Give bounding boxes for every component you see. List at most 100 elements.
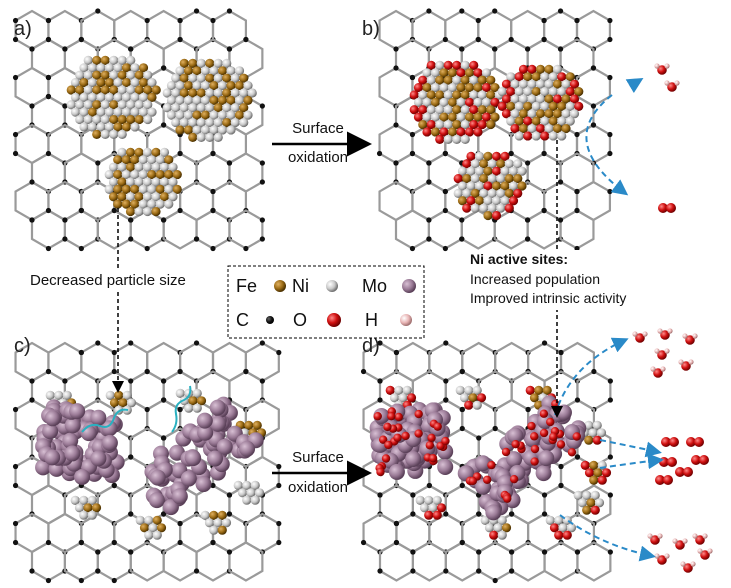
metal-atom	[104, 122, 115, 132]
metal-atom	[523, 116, 533, 126]
water-hydrogen	[672, 538, 678, 544]
metal-atom	[435, 105, 445, 115]
carbon-atom	[574, 245, 580, 252]
metal-atom	[196, 132, 206, 142]
lattice-hexagon	[162, 209, 198, 250]
mo-atom	[216, 438, 233, 455]
metal-atom	[162, 103, 172, 113]
oxygen-atom	[530, 457, 539, 466]
metal-atom	[531, 116, 541, 126]
metal-atom	[481, 68, 492, 78]
water-hydrogen	[674, 80, 680, 86]
metal-atom	[151, 192, 161, 202]
metal-atom	[205, 58, 215, 68]
metal-atom	[179, 58, 189, 68]
water-hydrogen	[657, 533, 663, 539]
water-oxygen	[667, 82, 677, 92]
metal-atom	[252, 420, 262, 430]
carbon-atom	[276, 520, 282, 527]
metal-atom	[175, 110, 185, 120]
legend-fe-label: Fe	[236, 276, 257, 296]
carbon-atom	[509, 549, 515, 555]
lattice-hexagon	[526, 209, 562, 250]
metal-atom	[501, 79, 512, 89]
oxygen-atom	[394, 412, 403, 422]
water-oxygen	[681, 361, 691, 371]
mo-atom	[197, 424, 214, 441]
mo-atom	[474, 455, 491, 472]
metal-atom	[213, 103, 223, 113]
carbon-atom	[29, 217, 35, 223]
metal-atom	[113, 107, 123, 117]
metal-atom	[452, 75, 462, 85]
metal-atom	[66, 85, 76, 95]
carbon-atom	[442, 36, 448, 43]
metal-atom	[92, 129, 102, 139]
metal-atom	[134, 177, 144, 187]
metal-atom	[435, 119, 445, 130]
bottom-arrow-label-1: Surface	[292, 449, 344, 466]
carbon-atom	[558, 463, 564, 470]
carbon-atom	[29, 179, 35, 185]
metal-atom	[92, 85, 102, 95]
metal-atom	[142, 177, 153, 187]
carbon-atom	[558, 482, 564, 489]
metal-atom	[517, 181, 527, 191]
metal-atom	[470, 188, 480, 198]
metal-atom	[565, 116, 575, 126]
metal-atom	[497, 101, 507, 111]
lattice-hexagon	[30, 541, 67, 582]
metal-atom	[152, 530, 162, 540]
metal-atom	[79, 107, 89, 117]
carbon-atom	[259, 340, 265, 346]
metal-atom	[100, 100, 110, 110]
carbon-atom	[193, 8, 200, 14]
carbon-atom	[111, 482, 117, 489]
metal-atom	[456, 82, 466, 93]
metal-atom	[104, 77, 115, 88]
carbon-atom	[607, 454, 613, 460]
metal-atom	[230, 73, 240, 83]
carbon-atom	[426, 160, 432, 166]
carbon-atom	[443, 397, 449, 403]
metal-atom	[196, 73, 206, 83]
metal-atom	[244, 420, 254, 430]
metal-atom	[172, 184, 182, 194]
metal-atom	[188, 396, 198, 406]
metal-atom	[561, 94, 571, 104]
metal-atom	[470, 203, 480, 213]
legend-h-label: H	[365, 310, 378, 330]
carbon-atom	[590, 122, 597, 128]
metal-atom	[147, 77, 157, 88]
carbon-atom	[276, 349, 282, 356]
mo-atom	[180, 470, 197, 487]
metal-atom	[87, 77, 98, 88]
metal-atom	[217, 80, 228, 91]
metal-atom	[171, 103, 181, 113]
metal-atom	[506, 116, 516, 126]
metal-atom	[544, 79, 554, 89]
metal-atom	[496, 203, 506, 213]
metal-atom	[566, 523, 577, 533]
carbon-atom	[492, 8, 498, 14]
carbon-atom	[161, 217, 167, 223]
carbon-atom	[574, 454, 581, 460]
carbon-atom	[276, 482, 282, 489]
carbon-atom	[459, 539, 465, 546]
metal-atom	[491, 151, 502, 161]
lattice-hexagon	[195, 541, 231, 582]
carbon-atom	[591, 368, 597, 375]
carbon-atom	[259, 179, 265, 185]
metal-atom	[125, 206, 136, 217]
metal-atom	[544, 109, 554, 119]
lattice-hexagon	[543, 541, 579, 582]
carbon-atom	[177, 207, 183, 214]
water-hydrogen	[680, 561, 686, 567]
metal-atom	[192, 403, 202, 413]
metal-atom	[523, 131, 533, 141]
metal-atom	[234, 95, 245, 105]
carbon-atom	[12, 74, 19, 81]
water-oxygen	[700, 550, 710, 560]
